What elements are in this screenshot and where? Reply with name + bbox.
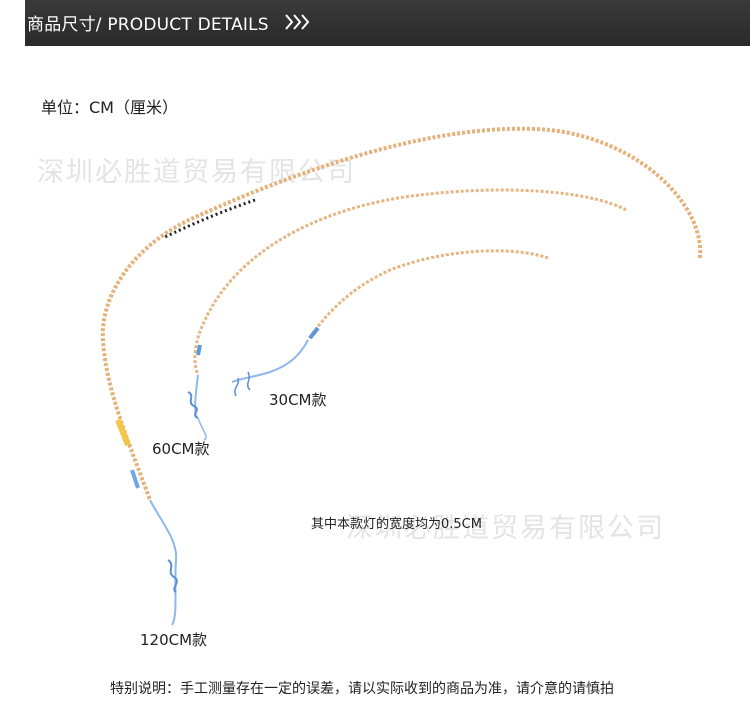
width-note: 其中本款灯的宽度均为0.5CM bbox=[311, 517, 482, 532]
triple-chevron-right-icon bbox=[285, 14, 310, 30]
watermark-top: 深圳必胜道贸易有限公司 bbox=[37, 157, 356, 188]
header-underline bbox=[25, 43, 750, 46]
watermark-bottom: 深圳必胜道贸易有限公司 bbox=[346, 513, 665, 544]
led-strip-60cm bbox=[187, 188, 627, 441]
footer-note: 特别说明：手工测量存在一定的误差，请以实际收到的商品为准，请介意的请慎拍 bbox=[110, 681, 614, 697]
led-strip-120cm bbox=[100, 126, 703, 626]
label-30cm: 30CM款 bbox=[269, 391, 327, 409]
header-bar: 商品尺寸/ PRODUCT DETAILS bbox=[0, 0, 750, 47]
unit-label: 单位：CM（厘米） bbox=[41, 98, 178, 117]
header-background bbox=[25, 0, 750, 43]
section-title: 商品尺寸/ PRODUCT DETAILS bbox=[27, 15, 269, 35]
label-120cm: 120CM款 bbox=[140, 631, 208, 649]
label-60cm: 60CM款 bbox=[152, 440, 210, 458]
led-strip-30cm bbox=[231, 249, 549, 397]
